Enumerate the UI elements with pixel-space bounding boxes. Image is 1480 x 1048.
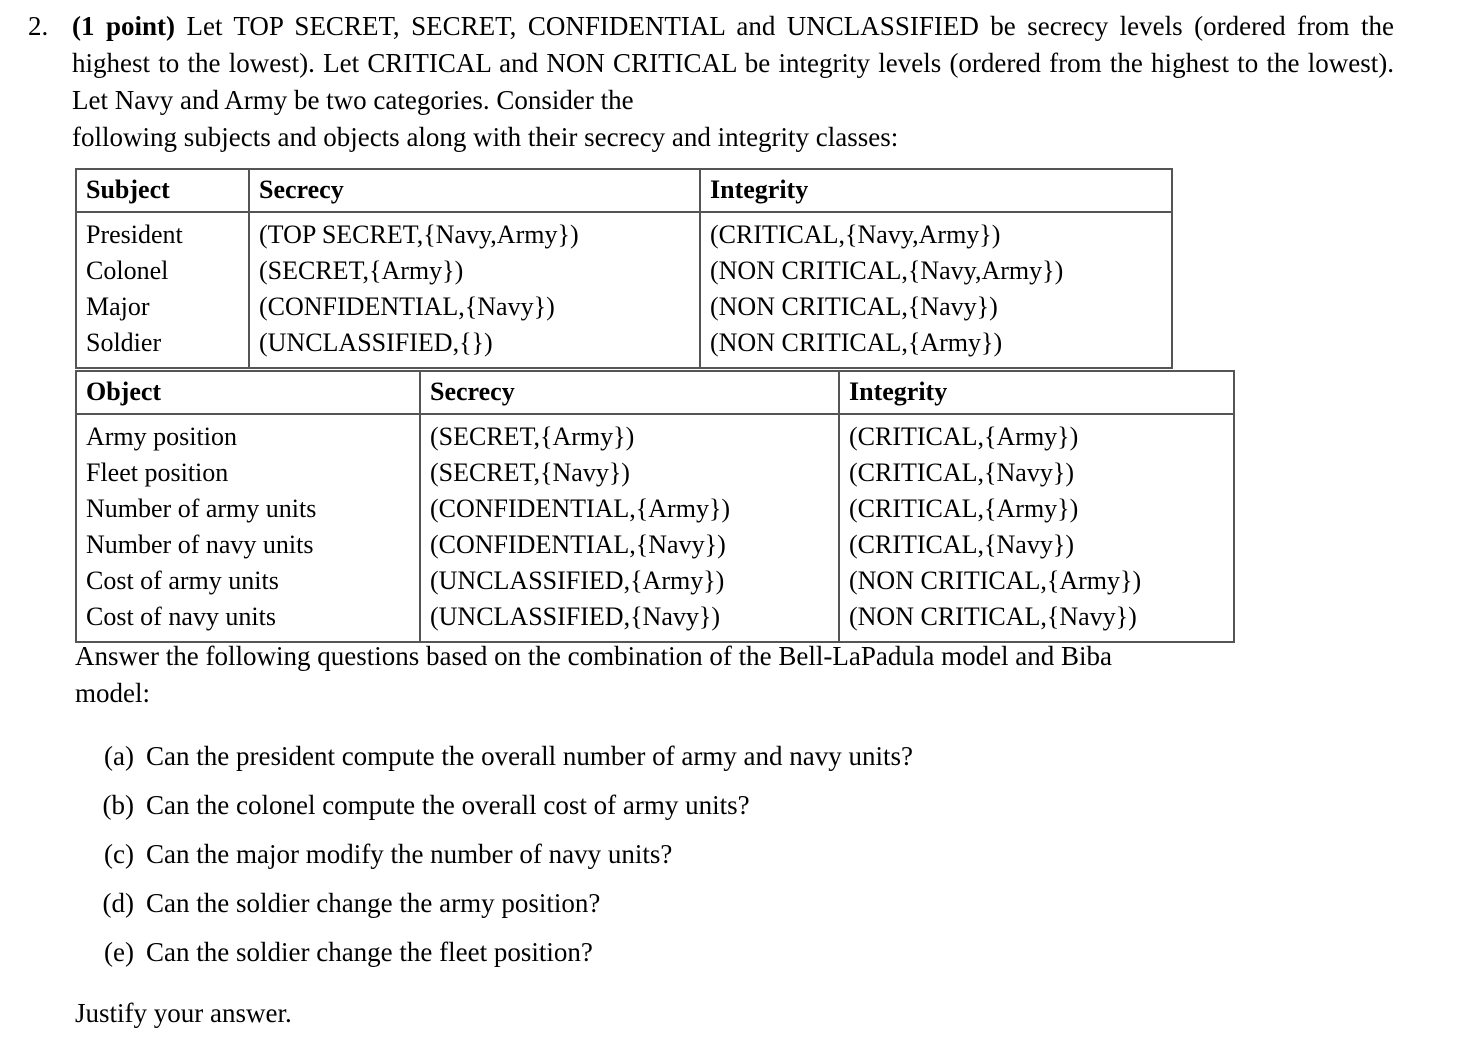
cell-integrity: (CRITICAL,{Navy}) — [838, 455, 1234, 491]
table-row: President (TOP SECRET,{Navy,Army}) (CRIT… — [76, 212, 1172, 253]
question-list: (a) Can the president compute the overal… — [86, 738, 1386, 983]
cell-secrecy: (UNCLASSIFIED,{}) — [248, 325, 700, 368]
list-item: (a) Can the president compute the overal… — [86, 738, 1386, 787]
list-item: (e) Can the soldier change the fleet pos… — [86, 934, 1386, 983]
subject-table: Subject Secrecy Integrity President (TOP… — [75, 168, 1173, 369]
list-item: (d) Can the soldier change the army posi… — [86, 885, 1386, 934]
answer-intro: Answer the following questions based on … — [75, 638, 1394, 712]
cell-secrecy: (SECRET,{Army}) — [248, 253, 700, 289]
question-text-c: Can the major modify the number of navy … — [146, 839, 673, 869]
question-text-d: Can the soldier change the army position… — [146, 888, 601, 918]
table-row: Number of navy units (CONFIDENTIAL,{Navy… — [76, 527, 1234, 563]
question-label-b: (b) — [102, 790, 134, 820]
cell-object: Number of army units — [86, 494, 317, 523]
subject-table-header-row: Subject Secrecy Integrity — [76, 169, 1172, 213]
subject-table-header-integrity: Integrity — [699, 169, 1172, 213]
subject-table-head: Subject Secrecy Integrity — [76, 169, 1172, 213]
object-table-header-secrecy: Secrecy — [419, 371, 839, 415]
table-row: Major (CONFIDENTIAL,{Navy}) (NON CRITICA… — [76, 289, 1172, 325]
object-table: Object Secrecy Integrity Army position (… — [75, 370, 1235, 643]
cell-integrity: (NON CRITICAL,{Navy,Army}) — [699, 253, 1172, 289]
object-table-header-integrity: Integrity — [838, 371, 1234, 415]
object-table-body: Army position (SECRET,{Army}) (CRITICAL,… — [76, 414, 1234, 642]
problem-text: (1 point) Let TOP SECRET, SECRET, CONFID… — [72, 8, 1394, 156]
points-label: (1 point) — [72, 11, 175, 41]
cell-object: Army position — [86, 422, 237, 451]
cell-object: Fleet position — [86, 458, 229, 487]
table-row: Fleet position (SECRET,{Navy}) (CRITICAL… — [76, 455, 1234, 491]
table-row: Colonel (SECRET,{Army}) (NON CRITICAL,{N… — [76, 253, 1172, 289]
cell-integrity: (NON CRITICAL,{Army}) — [699, 325, 1172, 368]
question-text-e: Can the soldier change the fleet positio… — [146, 937, 593, 967]
answer-intro-line2: model: — [75, 678, 150, 708]
cell-object: Cost of navy units — [86, 602, 276, 631]
question-text-a: Can the president compute the overall nu… — [146, 741, 914, 771]
problem-statement: 2. (1 point) Let TOP SECRET, SECRET, CON… — [28, 8, 1394, 156]
cell-subject: Major — [86, 292, 150, 321]
cell-secrecy: (CONFIDENTIAL,{Navy}) — [419, 527, 839, 563]
table-row: Army position (SECRET,{Army}) (CRITICAL,… — [76, 414, 1234, 455]
subject-table-header-subject: Subject — [76, 169, 249, 213]
problem-text-part2: following subjects and objects along wit… — [72, 122, 899, 152]
cell-integrity: (CRITICAL,{Navy}) — [838, 527, 1234, 563]
cell-secrecy: (SECRET,{Navy}) — [419, 455, 839, 491]
cell-subject: Soldier — [86, 328, 162, 357]
cell-integrity: (CRITICAL,{Army}) — [838, 414, 1234, 455]
cell-integrity: (CRITICAL,{Navy,Army}) — [699, 212, 1172, 253]
table-row: Cost of navy units (UNCLASSIFIED,{Navy})… — [76, 599, 1234, 642]
list-item: (c) Can the major modify the number of n… — [86, 836, 1386, 885]
table-row: Number of army units (CONFIDENTIAL,{Army… — [76, 491, 1234, 527]
answer-intro-line1: Answer the following questions based on … — [75, 641, 1113, 671]
cell-secrecy: (CONFIDENTIAL,{Army}) — [419, 491, 839, 527]
object-table-head: Object Secrecy Integrity — [76, 371, 1234, 415]
subject-table-body: President (TOP SECRET,{Navy,Army}) (CRIT… — [76, 212, 1172, 368]
question-label-a: (a) — [104, 741, 134, 771]
object-table-header-object: Object — [76, 371, 420, 415]
list-item: (b) Can the colonel compute the overall … — [86, 787, 1386, 836]
cell-object: Cost of army units — [86, 566, 279, 595]
table-row: Soldier (UNCLASSIFIED,{}) (NON CRITICAL,… — [76, 325, 1172, 368]
cell-integrity: (NON CRITICAL,{Navy}) — [838, 599, 1234, 642]
subject-table-header-secrecy: Secrecy — [248, 169, 700, 213]
cell-secrecy: (UNCLASSIFIED,{Army}) — [419, 563, 839, 599]
question-label-c: (c) — [104, 839, 134, 869]
question-label-d: (d) — [102, 888, 134, 918]
cell-object: Number of navy units — [86, 530, 314, 559]
cell-integrity: (NON CRITICAL,{Army}) — [838, 563, 1234, 599]
cell-subject: Colonel — [86, 256, 169, 285]
problem-text-part1: Let TOP SECRET, SECRET, CONFIDENTIAL and… — [72, 11, 1394, 115]
closing-instruction: Justify your answer. — [75, 998, 292, 1028]
cell-secrecy: (TOP SECRET,{Navy,Army}) — [248, 212, 700, 253]
object-table-header-row: Object Secrecy Integrity — [76, 371, 1234, 415]
cell-secrecy: (CONFIDENTIAL,{Navy}) — [248, 289, 700, 325]
table-row: Cost of army units (UNCLASSIFIED,{Army})… — [76, 563, 1234, 599]
cell-secrecy: (UNCLASSIFIED,{Navy}) — [419, 599, 839, 642]
cell-secrecy: (SECRET,{Army}) — [419, 414, 839, 455]
question-text-b: Can the colonel compute the overall cost… — [146, 790, 750, 820]
question-label-e: (e) — [104, 937, 134, 967]
cell-subject: President — [86, 220, 183, 249]
problem-number: 2. — [28, 11, 49, 41]
cell-integrity: (CRITICAL,{Army}) — [838, 491, 1234, 527]
cell-integrity: (NON CRITICAL,{Navy}) — [699, 289, 1172, 325]
